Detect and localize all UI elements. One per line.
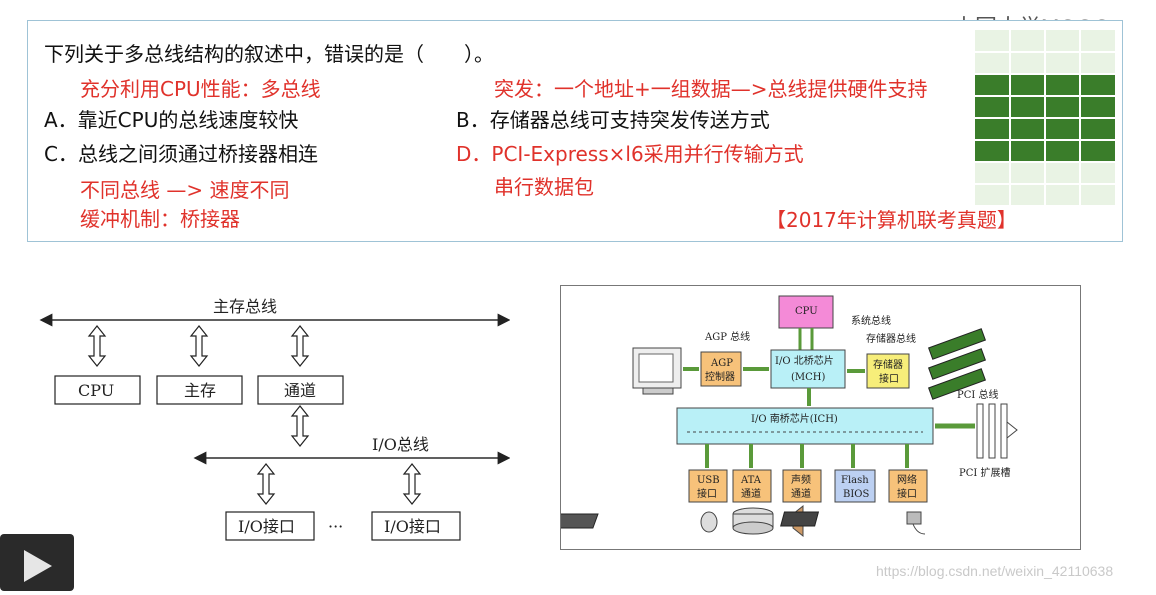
- memory-port: [866, 353, 910, 389]
- memory-bus-label: 存储器总线: [866, 332, 916, 345]
- system-bus-label: 系统总线: [851, 314, 891, 327]
- network-plug-icon: [906, 511, 926, 535]
- agp-controller: [700, 351, 742, 387]
- channel-label: 通道: [284, 381, 316, 400]
- usb-label-2: 接口: [697, 487, 717, 500]
- source-label: 【2017年计算机联考真题】: [766, 208, 1017, 232]
- decorative-grid: [975, 30, 1115, 205]
- flash-label-1: Flash: [841, 475, 869, 486]
- question-box: [27, 20, 1123, 242]
- bus-structure-diagram: 主存总线 CPU 主存 通道 I/O总线 I/O接口 ··· I/O接口: [39, 297, 510, 541]
- south-bridge: [676, 407, 934, 445]
- io-port2-label: I/O接口: [384, 517, 441, 536]
- channel-box: [257, 375, 344, 405]
- south-bridge-label: I/O 南桥芯片(ICH): [751, 412, 838, 425]
- note-c2: 缓冲机制：桥接器: [80, 207, 240, 231]
- ata-channel-box: [732, 469, 772, 503]
- north-bridge-label-2: (MCH): [791, 372, 826, 383]
- channel-io-arrow: [290, 405, 310, 447]
- audio-channel-box: [782, 469, 822, 503]
- audio-label-2: 通道: [791, 487, 811, 500]
- cpu-bus-arrow: [87, 325, 107, 367]
- net-label-1: 网络: [897, 473, 917, 486]
- cpu-chip-label: CPU: [795, 306, 818, 317]
- io-port1-label: I/O接口: [238, 517, 295, 536]
- agp-bus-label: AGP 总线: [704, 330, 750, 343]
- ata-label-2: 通道: [741, 487, 761, 500]
- pci-slot-icon: [976, 403, 1018, 459]
- option-a: A．靠近CPU的总线速度较快: [44, 108, 299, 132]
- io-port2-arrow: [402, 463, 422, 505]
- pci-bus-label: PCI 总线: [957, 388, 999, 401]
- note-a: 充分利用CPU性能：多总线: [80, 77, 321, 101]
- network-port-box: [888, 469, 928, 503]
- cpu-label: CPU: [78, 381, 114, 400]
- option-b: B．存储器总线可支持突发传送方式: [456, 108, 770, 132]
- north-bridge-label-1: I/O 北桥芯片: [775, 354, 834, 367]
- chipset-diagram: CPU 系统总线 存储器总线 I/O 北桥芯片 (MCH) AGP 总线 AGP…: [536, 285, 1081, 550]
- video-play-button[interactable]: [0, 534, 74, 591]
- watermark-text: https://blog.csdn.net/weixin_42110638: [876, 563, 1114, 579]
- note-d: 串行数据包: [494, 175, 594, 199]
- flash-label-2: BIOS: [843, 489, 869, 500]
- monitor-icon: [632, 347, 682, 395]
- io-port1-box: [225, 511, 315, 541]
- memory-label: 主存: [184, 381, 216, 400]
- memory-bus-arrow: [189, 325, 209, 367]
- mem-port-label-2: 接口: [879, 372, 899, 385]
- keyboard-icon: [536, 513, 599, 529]
- usb-label-1: USB: [697, 475, 720, 486]
- agp-ctrl-label-2: 控制器: [705, 370, 735, 383]
- net-label-2: 接口: [897, 487, 917, 500]
- disk-icon: [732, 507, 774, 535]
- io-dots: ···: [328, 517, 343, 536]
- play-icon: [24, 550, 52, 582]
- question-title: 下列关于多总线结构的叙述中，错误的是（ ）。: [44, 42, 494, 66]
- ata-label-1: ATA: [740, 475, 762, 486]
- io-port1-arrow: [256, 463, 276, 505]
- mem-port-label-1: 存储器: [873, 358, 903, 371]
- cpu-chip: [778, 295, 834, 329]
- io-bus-label: I/O总线: [372, 435, 429, 454]
- audio-label-1: 声频: [791, 473, 811, 486]
- cpu-box: [54, 375, 141, 405]
- note-b: 突发：一个地址+一组数据—>总线提供硬件支持: [494, 77, 928, 101]
- memory-box: [156, 375, 243, 405]
- channel-bus-arrow: [290, 325, 310, 367]
- agp-ctrl-label-1: AGP: [710, 358, 733, 369]
- note-c1: 不同总线 —> 速度不同: [80, 178, 290, 202]
- ram-icon: [927, 328, 987, 400]
- option-c: C．总线之间须通过桥接器相连: [44, 142, 318, 166]
- flash-chip-icon: [780, 511, 820, 527]
- option-d: D．PCI-Express×l6采用并行传输方式: [456, 142, 804, 166]
- io-port2-box: [371, 511, 461, 541]
- usb-port-box: [688, 469, 728, 503]
- main-bus-label: 主存总线: [213, 297, 277, 316]
- flash-bios-box: [834, 469, 876, 503]
- pci-slot-label: PCI 扩展槽: [959, 466, 1011, 479]
- mouse-icon: [700, 511, 718, 533]
